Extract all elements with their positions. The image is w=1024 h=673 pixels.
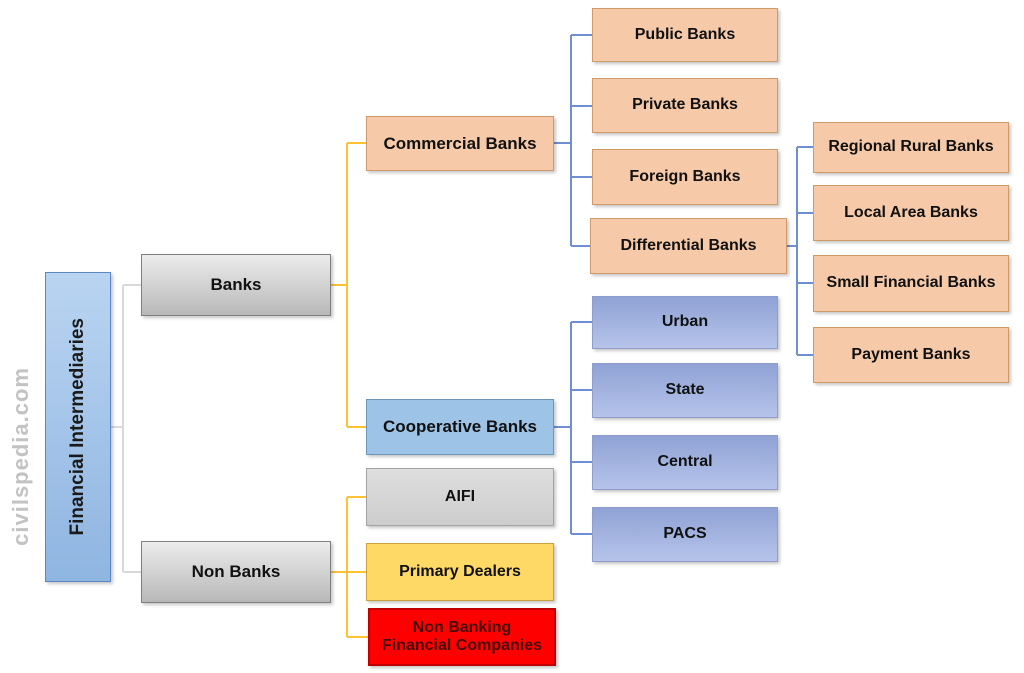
node-financial-intermediaries: Financial Intermediaries bbox=[45, 272, 111, 582]
connector-nonbanks-children bbox=[331, 496, 368, 638]
node-cooperative-banks: Cooperative Banks bbox=[366, 399, 554, 455]
node-financial-intermediaries-label: Financial Intermediaries bbox=[67, 318, 89, 536]
connector-banks-children bbox=[331, 142, 366, 428]
node-foreign-banks: Foreign Banks bbox=[592, 149, 778, 205]
node-public-banks: Public Banks bbox=[592, 8, 778, 62]
node-commercial-banks: Commercial Banks bbox=[366, 116, 554, 171]
node-pacs: PACS bbox=[592, 507, 778, 562]
node-regional-rural-banks: Regional Rural Banks bbox=[813, 122, 1009, 173]
watermark: civilspedia.com bbox=[4, 300, 38, 612]
node-small-financial-banks: Small Financial Banks bbox=[813, 255, 1009, 312]
node-payment-banks: Payment Banks bbox=[813, 327, 1009, 383]
node-aifi: AIFI bbox=[366, 468, 554, 526]
node-central: Central bbox=[592, 435, 778, 490]
node-primary-dealers: Primary Dealers bbox=[366, 543, 554, 601]
node-non-banking-financial-companies: Non Banking Financial Companies bbox=[368, 608, 556, 666]
connector-commercial-children bbox=[554, 34, 592, 247]
connector-differential-children bbox=[787, 146, 813, 356]
node-differential-banks: Differential Banks bbox=[590, 218, 787, 274]
node-banks: Banks bbox=[141, 254, 331, 316]
node-urban: Urban bbox=[592, 296, 778, 349]
watermark-text: civilspedia.com bbox=[8, 366, 33, 546]
node-local-area-banks: Local Area Banks bbox=[813, 185, 1009, 241]
connector-root-children bbox=[111, 284, 141, 573]
node-private-banks: Private Banks bbox=[592, 78, 778, 133]
connector-cooperative-children bbox=[554, 321, 592, 535]
node-state: State bbox=[592, 363, 778, 418]
node-non-banks: Non Banks bbox=[141, 541, 331, 603]
